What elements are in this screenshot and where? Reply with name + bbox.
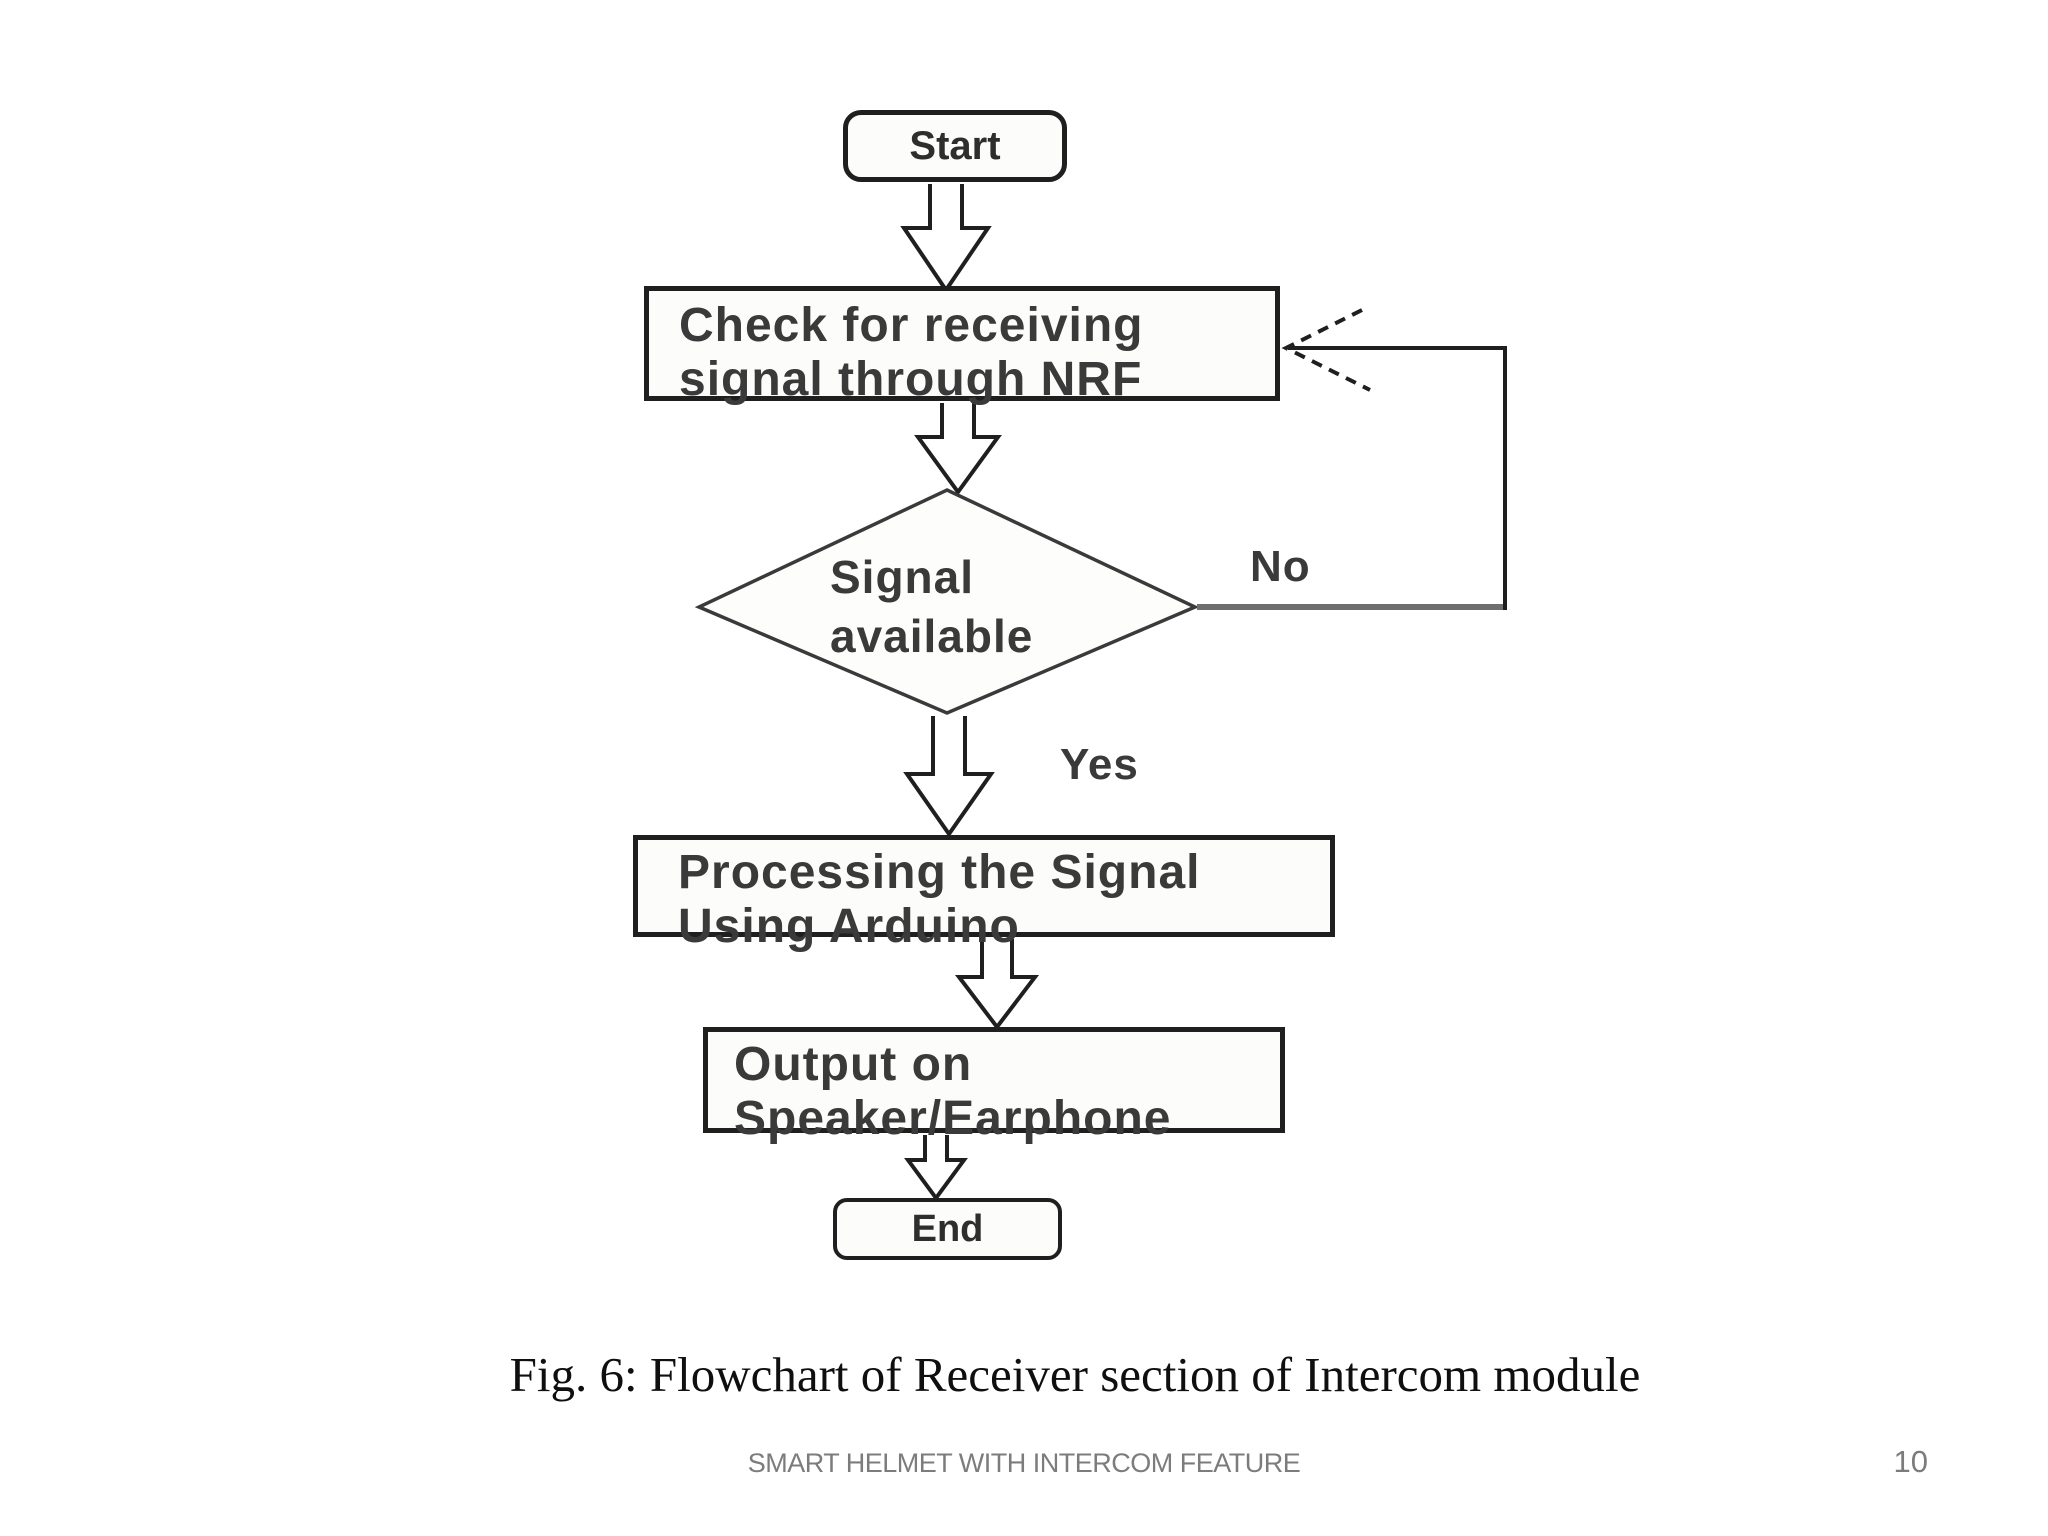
footer-title: SMART HELMET WITH INTERCOM FEATURE	[747, 1448, 1301, 1478]
output-node-line1: Output on	[734, 1038, 973, 1091]
check-node-line2: signal through NRF	[679, 353, 1143, 406]
processing-node: Processing the Signal Using Arduino	[633, 835, 1335, 953]
no-loop-return-line	[1288, 346, 1507, 610]
decision-node-text: Signal available	[830, 548, 1033, 666]
processing-node-line1: Processing the Signal	[678, 846, 1201, 899]
figure-caption: Fig. 6: Flowchart of Receiver section of…	[509, 1347, 1641, 1402]
start-node-label: Start	[909, 123, 1001, 168]
no-branch-label: No	[1250, 542, 1311, 591]
decision-line2: available	[830, 610, 1034, 662]
decision-line1: Signal	[830, 551, 975, 603]
decision-diamond	[694, 488, 1200, 715]
output-node-line2: Speaker/Earphone	[734, 1092, 1172, 1145]
processing-node-line2: Using Arduino	[678, 900, 1020, 953]
output-node: Output on Speaker/Earphone	[703, 1027, 1285, 1145]
yes-branch-label: Yes	[1060, 740, 1139, 789]
check-node-line1: Check for receiving	[679, 299, 1144, 352]
arrow-start-to-check	[900, 184, 992, 294]
page-number: 10	[1893, 1444, 1928, 1479]
end-node: End	[833, 1198, 1062, 1260]
arrow-decision-to-process	[903, 716, 995, 838]
no-loop-arrowhead	[1281, 308, 1371, 392]
check-signal-node: Check for receiving signal through NRF	[644, 286, 1280, 406]
start-node: Start	[843, 110, 1067, 182]
arrow-check-to-decision	[914, 403, 1002, 496]
end-node-label: End	[911, 1207, 984, 1250]
